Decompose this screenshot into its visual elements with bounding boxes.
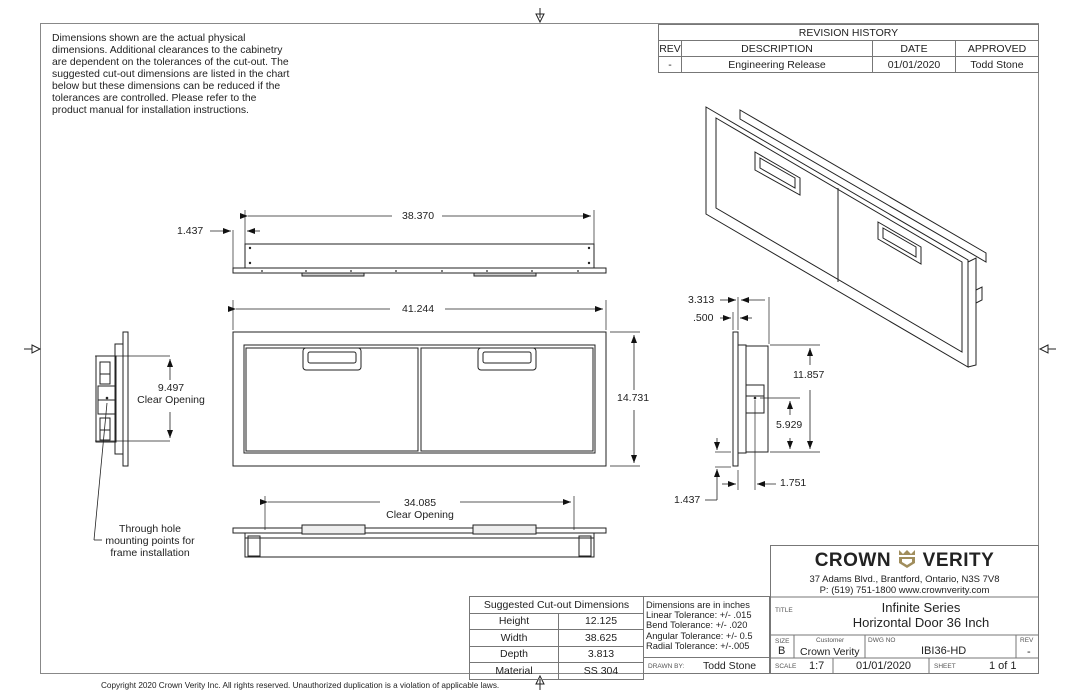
customer-value: Crown Verity bbox=[800, 646, 860, 658]
dim-value: 34.085 bbox=[403, 497, 437, 509]
isometric-view bbox=[705, 106, 987, 368]
bottom-view bbox=[232, 496, 607, 558]
size-label: SIZE bbox=[775, 638, 790, 645]
dim-side-clear-opening: 9.497 Clear Opening bbox=[136, 382, 206, 406]
header-date: DATE bbox=[872, 40, 956, 57]
cell-date: 01/01/2020 bbox=[872, 56, 956, 73]
title-block: CROWN VERITY 37 Adams Blvd., Brantford, … bbox=[770, 545, 1039, 674]
cell-label: Material bbox=[469, 662, 559, 680]
sheet-label: SHEET bbox=[934, 663, 956, 670]
dim-right-height: 11.857 bbox=[793, 369, 825, 381]
note-line: tolerances are controlled. Please refer … bbox=[52, 93, 257, 104]
note-line: product manual for installation instruct… bbox=[52, 105, 249, 116]
sheet-value: 1 of 1 bbox=[989, 660, 1017, 672]
header-description: DESCRIPTION bbox=[681, 40, 873, 57]
dim-top-offset: 1.437 bbox=[177, 225, 204, 237]
cell-label: Depth bbox=[469, 645, 559, 663]
tolerance-line: Radial Tolerance: +/-.005 bbox=[646, 640, 750, 651]
callout-line: mounting points for bbox=[105, 535, 195, 547]
right-side-view bbox=[705, 297, 820, 501]
dim-front-width: 41.244 bbox=[402, 303, 435, 315]
dim-right-center: 5.929 bbox=[776, 419, 803, 431]
title-line-1: Infinite Series bbox=[881, 600, 961, 615]
dim-right-depth: 3.313 bbox=[688, 294, 715, 306]
center-mark-bottom bbox=[535, 674, 545, 690]
dim-right-flange: .500 bbox=[693, 312, 714, 324]
dim-bottom-clear-opening: 34.085 Clear Opening bbox=[384, 497, 456, 521]
center-mark-top bbox=[535, 8, 545, 24]
cell-label: Width bbox=[469, 629, 559, 647]
company-address: 37 Adams Blvd., Brantford, Ontario, N3S … bbox=[771, 574, 1038, 596]
crown-shield-icon bbox=[898, 550, 915, 568]
revision-history-title: REVISION HISTORY bbox=[658, 24, 1039, 41]
tolerance-line: Bend Tolerance: +/- .020 bbox=[646, 620, 748, 631]
front-view bbox=[228, 300, 640, 467]
customer-label: Customer bbox=[816, 637, 845, 644]
tolerance-line: Angular Tolerance: +/- 0.5 bbox=[646, 630, 753, 641]
cutout-title: Suggested Cut-out Dimensions bbox=[469, 596, 644, 614]
cell-value: 12.125 bbox=[558, 612, 644, 630]
cell-value: 3.813 bbox=[558, 645, 644, 663]
dim-right-offset: 1.751 bbox=[780, 477, 807, 489]
dwg-no-label: DWG NO bbox=[868, 637, 896, 644]
scale-label: SCALE bbox=[775, 663, 797, 670]
table-row: - Engineering Release 01/01/2020 Todd St… bbox=[658, 56, 1039, 73]
title-line-2: Horizontal Door 36 Inch bbox=[852, 615, 990, 630]
cell-rev: - bbox=[658, 56, 682, 73]
title-label: TITLE bbox=[775, 607, 793, 614]
cell-label: Height bbox=[469, 612, 559, 630]
callout-line: Through hole bbox=[119, 523, 181, 535]
note-line: dimensions. Additional clearances to the… bbox=[52, 45, 283, 56]
dim-label: Clear Opening bbox=[137, 394, 205, 406]
dim-front-height: 14.731 bbox=[617, 392, 650, 404]
dim-value: 9.497 bbox=[157, 382, 185, 394]
cell-value: SS 304 bbox=[558, 662, 644, 680]
tolerance-line: Dimensions are in inches bbox=[646, 600, 750, 610]
cell-description: Engineering Release bbox=[681, 56, 873, 73]
date-value: 01/01/2020 bbox=[856, 660, 912, 672]
size-value: B bbox=[778, 645, 786, 657]
note-line: below but these dimensions can be reduce… bbox=[52, 81, 281, 92]
tolerances-block: Dimensions are in inches Linear Toleranc… bbox=[644, 596, 770, 658]
drawing-title: Infinite Series Horizontal Door 36 Inch bbox=[811, 600, 1031, 630]
dim-top-width: 38.370 bbox=[402, 210, 435, 222]
note-line: are dependent on the tolerances of the c… bbox=[52, 57, 289, 68]
rev-label: REV bbox=[1020, 637, 1034, 644]
dwg-no-value: IBI36-HD bbox=[921, 645, 967, 657]
contact-line: P: (519) 751-1800 www.crownverity.com bbox=[819, 585, 990, 596]
tolerance-line: Linear Tolerance: +/- .015 bbox=[646, 610, 752, 621]
drawn-by-label: DRAWN BY: bbox=[648, 663, 685, 670]
brand-left: CROWN bbox=[814, 550, 892, 571]
center-mark-right bbox=[1038, 344, 1056, 354]
left-side-view bbox=[93, 331, 173, 541]
note-line: Dimensions shown are the actual physical bbox=[52, 33, 246, 44]
dim-right-bottom: 1.437 bbox=[674, 494, 701, 506]
header-approved: APPROVED bbox=[955, 40, 1039, 57]
address-line: 37 Adams Blvd., Brantford, Ontario, N3S … bbox=[809, 574, 1000, 585]
top-view bbox=[210, 210, 607, 277]
callout-line: frame installation bbox=[110, 547, 190, 559]
brand-logo: CROWN VERITY bbox=[771, 550, 1038, 572]
note-line: suggested cut-out dimensions are listed … bbox=[52, 69, 290, 80]
brand-right: VERITY bbox=[922, 550, 995, 571]
scale-value: 1:7 bbox=[809, 660, 825, 672]
center-mark-left bbox=[24, 344, 42, 354]
cell-approved: Todd Stone bbox=[955, 56, 1039, 73]
header-rev: REV bbox=[658, 40, 682, 57]
revision-history-table: REVISION HISTORY REV DESCRIPTION DATE AP… bbox=[658, 24, 1039, 73]
dim-label: Clear Opening bbox=[386, 509, 454, 521]
drawn-by-value: Todd Stone bbox=[703, 660, 757, 672]
cell-value: 38.625 bbox=[558, 629, 644, 647]
drawing-notes: Dimensions shown are the actual physical… bbox=[52, 33, 322, 117]
rev-value: - bbox=[1027, 646, 1031, 658]
mounting-callout: Through hole mounting points for frame i… bbox=[100, 523, 200, 559]
copyright-notice: Copyright 2020 Crown Verity Inc. All rig… bbox=[101, 681, 500, 690]
drawn-by-block: DRAWN BY: Todd Stone bbox=[644, 657, 770, 674]
